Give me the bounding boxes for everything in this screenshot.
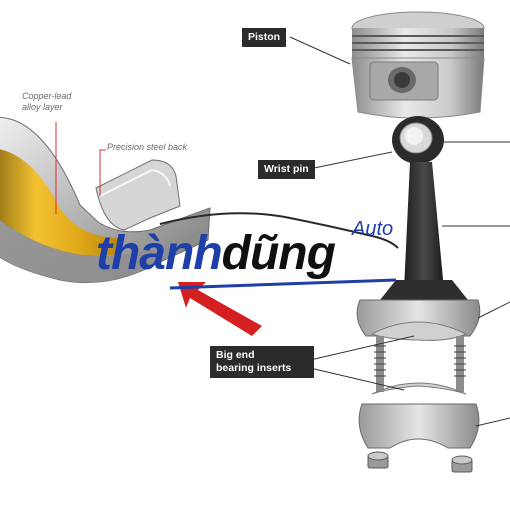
bearing-shell-illustration	[0, 117, 211, 284]
leader-line-right-4	[475, 417, 510, 427]
logo-underline	[169, 278, 397, 290]
leader-line-right-3	[477, 301, 510, 319]
tag-big-end-bearing: Big end bearing inserts	[210, 346, 314, 378]
leader-line-steel	[99, 149, 106, 196]
red-arrow-icon	[178, 282, 262, 336]
leader-line-big-end-top	[309, 335, 415, 361]
tag-wrist-pin: Wrist pin	[258, 160, 315, 179]
leader-line-wrist-pin	[313, 151, 393, 169]
logo-wordmark: thànhdũng	[96, 227, 336, 280]
bolts-illustration	[374, 336, 466, 392]
logo-car-outline-icon	[159, 212, 399, 249]
label-precision-steel: Precision steel back	[107, 142, 188, 152]
tag-piston: Piston	[242, 28, 287, 47]
logo-auto-text: Auto	[352, 218, 394, 240]
upper-bearing-insert	[370, 321, 468, 341]
bearing-cap-illustration	[358, 403, 480, 449]
nuts-illustration	[367, 451, 473, 473]
lower-bearing-insert	[371, 382, 467, 395]
logo-part-1: thành	[96, 227, 223, 280]
label-copper-lead: Copper-lead alloy layer	[22, 91, 72, 112]
leader-line-big-end-bottom	[309, 367, 405, 391]
piston-illustration	[351, 11, 485, 119]
logo-part-2: dũng	[221, 227, 336, 280]
leader-line-piston	[289, 36, 351, 65]
